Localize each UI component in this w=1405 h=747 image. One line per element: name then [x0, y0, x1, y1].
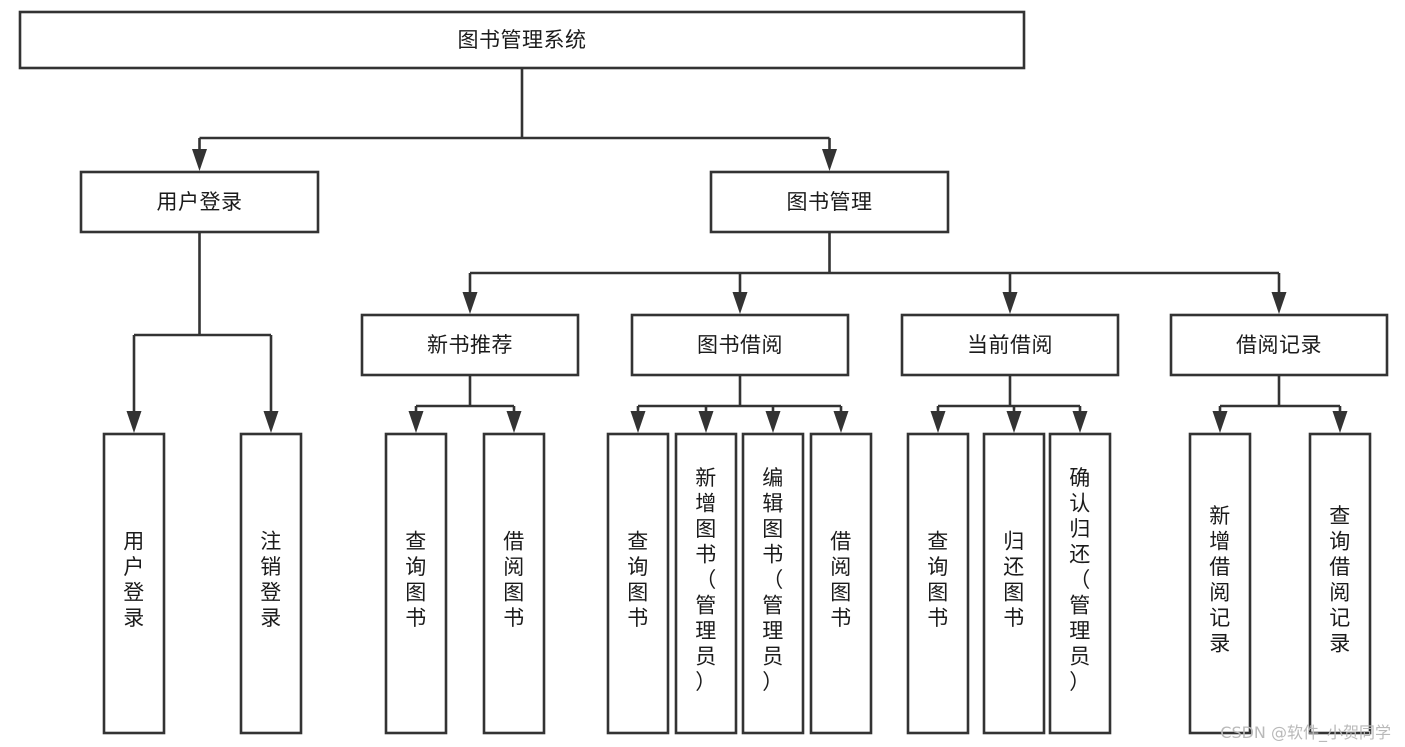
node-box-leaf-borrow-do[interactable] — [809, 432, 873, 735]
node-borrow-record[interactable]: 借阅记录 — [1169, 313, 1389, 377]
node-current-borrow[interactable]: 当前借阅 — [900, 313, 1120, 377]
node-box-current-borrow[interactable] — [900, 313, 1120, 377]
node-label-new-book-rec: 新书推荐 — [427, 333, 513, 357]
node-box-leaf-user-logout[interactable] — [239, 432, 303, 735]
node-label-leaf-rec-query: 查询图书 — [405, 530, 427, 631]
watermark-label: CSDN @软件_小贺同学 — [1220, 723, 1391, 742]
node-box-borrow-record[interactable] — [1169, 313, 1389, 377]
node-box-leaf-cur-return[interactable] — [982, 432, 1046, 735]
node-label-leaf-cur-query: 查询图书 — [927, 530, 949, 631]
node-box-leaf-user-login[interactable] — [102, 432, 166, 735]
node-box-book-manage[interactable] — [709, 170, 950, 234]
node-layer: 图书管理系统用户登录图书管理新书推荐图书借阅当前借阅借阅记录用户登录注销登录查询… — [18, 10, 1389, 735]
node-box-leaf-borrow-query[interactable] — [606, 432, 670, 735]
node-leaf-user-login[interactable]: 用户登录 — [102, 432, 166, 735]
node-new-book-rec[interactable]: 新书推荐 — [360, 313, 580, 377]
node-user-login[interactable]: 用户登录 — [79, 170, 320, 234]
node-leaf-cur-confirm[interactable]: 确认归还（管理员） — [1048, 432, 1112, 735]
node-leaf-cur-query[interactable]: 查询图书 — [906, 432, 970, 735]
node-label-borrow-record: 借阅记录 — [1236, 333, 1322, 357]
node-box-user-login[interactable] — [79, 170, 320, 234]
node-leaf-borrow-query[interactable]: 查询图书 — [606, 432, 670, 735]
node-label-leaf-borrow-query: 查询图书 — [627, 530, 649, 631]
node-box-root[interactable] — [18, 10, 1026, 70]
node-box-leaf-rec-add[interactable] — [1188, 432, 1252, 735]
node-box-leaf-borrow-edit[interactable] — [741, 432, 805, 735]
node-label-current-borrow: 当前借阅 — [967, 333, 1053, 357]
node-leaf-rec-query2[interactable]: 查询借阅记录 — [1308, 432, 1372, 735]
node-book-manage[interactable]: 图书管理 — [709, 170, 950, 234]
node-label-leaf-rec-query2: 查询借阅记录 — [1329, 504, 1351, 656]
connector-layer — [126, 68, 1348, 433]
node-leaf-borrow-do[interactable]: 借阅图书 — [809, 432, 873, 735]
node-leaf-cur-return[interactable]: 归还图书 — [982, 432, 1046, 735]
node-box-leaf-rec-query2[interactable] — [1308, 432, 1372, 735]
node-leaf-rec-borrow[interactable]: 借阅图书 — [482, 432, 546, 735]
node-label-user-login: 用户登录 — [157, 190, 243, 214]
node-label-leaf-user-login: 用户登录 — [123, 530, 145, 631]
node-label-book-borrow: 图书借阅 — [697, 333, 783, 357]
node-label-leaf-cur-return: 归还图书 — [1003, 530, 1025, 631]
node-root[interactable]: 图书管理系统 — [18, 10, 1026, 70]
node-box-leaf-borrow-add[interactable] — [674, 432, 738, 735]
node-box-leaf-cur-confirm[interactable] — [1048, 432, 1112, 735]
node-box-leaf-rec-query[interactable] — [384, 432, 448, 735]
node-label-leaf-borrow-do: 借阅图书 — [830, 530, 852, 631]
node-label-leaf-borrow-edit: 编辑图书（管理员） — [762, 466, 784, 694]
node-box-new-book-rec[interactable] — [360, 313, 580, 377]
node-book-borrow[interactable]: 图书借阅 — [630, 313, 850, 377]
node-label-leaf-borrow-add: 新增图书（管理员） — [695, 466, 717, 694]
node-leaf-user-logout[interactable]: 注销登录 — [239, 432, 303, 735]
node-label-root: 图书管理系统 — [458, 28, 587, 52]
node-label-leaf-user-logout: 注销登录 — [260, 530, 282, 631]
node-label-book-manage: 图书管理 — [787, 190, 873, 214]
node-box-leaf-cur-query[interactable] — [906, 432, 970, 735]
node-box-book-borrow[interactable] — [630, 313, 850, 377]
node-leaf-borrow-edit[interactable]: 编辑图书（管理员） — [741, 432, 805, 735]
node-leaf-rec-query[interactable]: 查询图书 — [384, 432, 448, 735]
node-label-leaf-rec-add: 新增借阅记录 — [1209, 504, 1231, 656]
node-leaf-borrow-add[interactable]: 新增图书（管理员） — [674, 432, 738, 735]
node-box-leaf-rec-borrow[interactable] — [482, 432, 546, 735]
node-label-leaf-rec-borrow: 借阅图书 — [503, 530, 525, 631]
node-leaf-rec-add[interactable]: 新增借阅记录 — [1188, 432, 1252, 735]
node-label-leaf-cur-confirm: 确认归还（管理员） — [1069, 466, 1091, 694]
